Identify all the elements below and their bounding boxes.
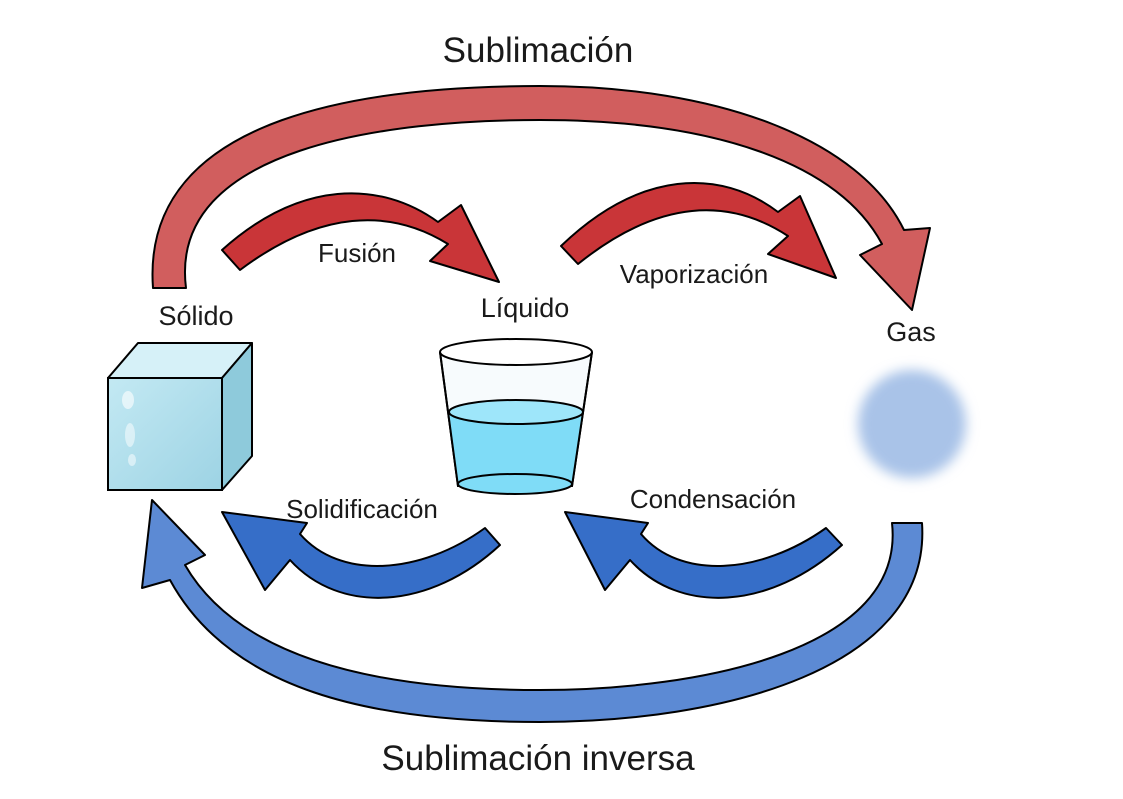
sublimation-arrow	[151, 85, 931, 311]
sublimation-title: Sublimación	[442, 31, 634, 70]
liquid-label: Líquido	[480, 293, 570, 323]
fusion-label: Fusión	[317, 238, 397, 268]
condensation-label: Condensación	[629, 484, 797, 514]
gas-label: Gas	[886, 317, 936, 347]
gas-cloud-icon	[858, 370, 966, 478]
vaporization-label: Vaporización	[619, 259, 769, 289]
inverse-sublimation-title: Sublimación inversa	[381, 739, 695, 778]
water-glass-icon	[439, 338, 593, 495]
solid-label: Sólido	[158, 301, 234, 331]
solidification-arrow	[221, 511, 501, 599]
fusion-arrow	[221, 192, 500, 283]
ice-cube-icon	[107, 342, 253, 491]
vaporization-arrow	[560, 182, 837, 279]
condensation-arrow	[564, 511, 843, 599]
inverse-sublimation-arrow	[141, 499, 924, 723]
solidification-label: Solidificación	[286, 494, 438, 524]
